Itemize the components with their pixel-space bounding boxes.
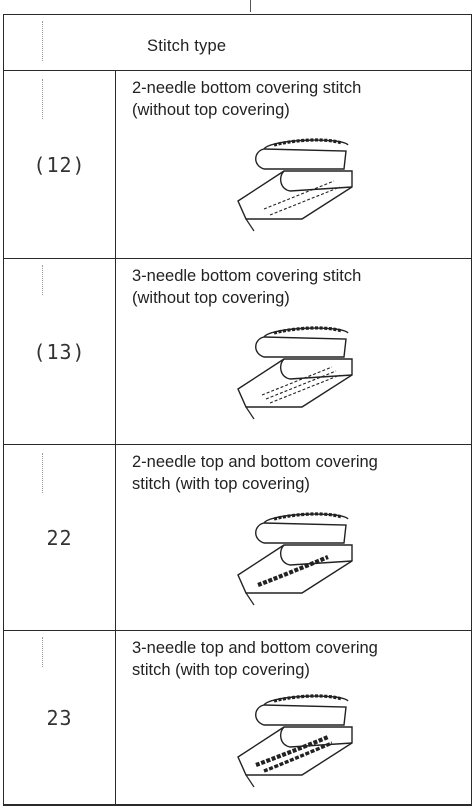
stitch-description: 2-needle bottom covering stitch (without…	[132, 79, 362, 119]
stitch-code: (12)	[4, 71, 116, 258]
table-row-13: (13) 3-needle bottom covering stitch (wi…	[4, 259, 471, 445]
stitch-description-cell: 2-needle top and bottom covering stitch …	[116, 445, 471, 630]
three-needle-top-bottom-cover-stitch-illustration-icon	[237, 694, 353, 788]
table-row-12: (12) 2-needle bottom covering stitch (wi…	[4, 71, 471, 259]
scan-speckle	[42, 265, 43, 295]
table-row-22: 22 2-needle top and bottom covering stit…	[4, 445, 471, 631]
scan-speckle	[42, 79, 43, 119]
stitch-type-table: Stitch type (12) 2-needle bottom coverin…	[3, 14, 472, 806]
stitch-description: 3-needle top and bottom covering stitch …	[132, 639, 378, 679]
scan-mark	[250, 0, 251, 12]
two-needle-bottom-cover-stitch-illustration-icon	[237, 138, 353, 232]
scan-speckle	[42, 453, 43, 493]
stitch-description: 2-needle top and bottom covering stitch …	[132, 453, 378, 493]
two-needle-top-bottom-cover-stitch-illustration-icon	[237, 512, 353, 606]
stitch-description-cell: 2-needle bottom covering stitch (without…	[116, 71, 471, 258]
scan-speckle	[42, 21, 43, 61]
table-row-23: 23 3-needle top and bottom covering stit…	[4, 631, 471, 805]
stitch-code: 23	[4, 631, 116, 804]
three-needle-bottom-cover-stitch-illustration-icon	[237, 326, 353, 420]
stitch-type-header: Stitch type	[147, 37, 227, 55]
stitch-code: (13)	[4, 259, 116, 444]
stitch-description-cell: 3-needle top and bottom covering stitch …	[116, 631, 471, 804]
stitch-code: 22	[4, 445, 116, 630]
scan-speckle	[42, 637, 43, 667]
stitch-description: 3-needle bottom covering stitch (without…	[132, 267, 362, 307]
stitch-description-cell: 3-needle bottom covering stitch (without…	[116, 259, 471, 444]
table-header-row: Stitch type	[4, 15, 471, 71]
